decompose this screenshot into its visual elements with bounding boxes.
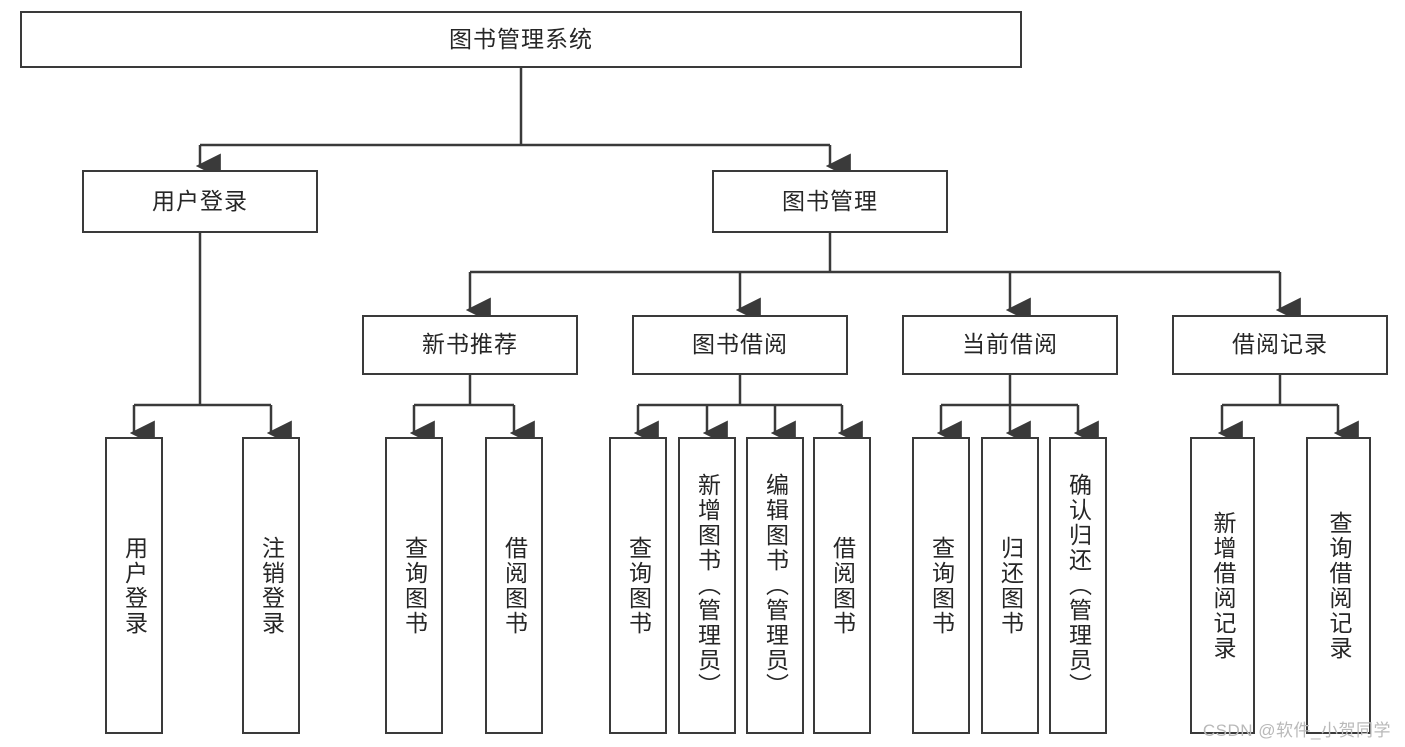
node-label: 用户登录	[152, 187, 248, 214]
node-label: 新书推荐	[422, 331, 518, 358]
node-label: 当前借阅	[962, 331, 1058, 358]
leaf-confirm-return-admin[interactable]: 确认归还（管理员）	[1049, 437, 1107, 734]
leaf-user-logout[interactable]: 注销登录	[242, 437, 300, 734]
leaf-user-login[interactable]: 用户登录	[105, 437, 163, 734]
csdn-watermark: CSDN @软件_小贺同学	[1202, 721, 1391, 740]
node-current-borrow[interactable]: 当前借阅	[902, 315, 1118, 375]
node-label: 新增借阅记录	[1210, 510, 1237, 661]
leaf-add-borrow-record[interactable]: 新增借阅记录	[1190, 437, 1255, 734]
node-label: 用户登录	[121, 535, 148, 636]
node-new-book-recommend[interactable]: 新书推荐	[362, 315, 578, 375]
node-label: 借阅图书	[829, 535, 856, 636]
node-label: 查询借阅记录	[1326, 510, 1353, 661]
node-label: 图书管理	[782, 187, 878, 214]
node-book-borrow[interactable]: 图书借阅	[632, 315, 848, 375]
node-label: 查询图书	[928, 535, 955, 636]
node-label: 归还图书	[997, 535, 1024, 636]
node-label: 图书管理系统	[449, 25, 593, 52]
leaf-borrow-book-recommend[interactable]: 借阅图书	[485, 437, 543, 734]
node-root-book-management-system[interactable]: 图书管理系统	[20, 11, 1022, 68]
node-label: 编辑图书（管理员）	[762, 473, 789, 698]
leaf-edit-book-admin[interactable]: 编辑图书（管理员）	[746, 437, 804, 734]
leaf-return-book[interactable]: 归还图书	[981, 437, 1039, 734]
node-label: 图书借阅	[692, 331, 788, 358]
node-user-login[interactable]: 用户登录	[82, 170, 318, 233]
node-book-management[interactable]: 图书管理	[712, 170, 948, 233]
node-label: 查询图书	[625, 535, 652, 636]
node-label: 新增图书（管理员）	[694, 473, 721, 698]
leaf-query-book-current[interactable]: 查询图书	[912, 437, 970, 734]
node-label: 查询图书	[401, 535, 428, 636]
node-label: 确认归还（管理员）	[1065, 473, 1092, 698]
leaf-query-book-recommend[interactable]: 查询图书	[385, 437, 443, 734]
node-label: 借阅图书	[501, 535, 528, 636]
node-borrow-record[interactable]: 借阅记录	[1172, 315, 1388, 375]
leaf-add-book-admin[interactable]: 新增图书（管理员）	[678, 437, 736, 734]
node-label: 注销登录	[258, 535, 285, 636]
leaf-query-borrow-record[interactable]: 查询借阅记录	[1306, 437, 1371, 734]
leaf-query-book-borrow[interactable]: 查询图书	[609, 437, 667, 734]
leaf-borrow-book[interactable]: 借阅图书	[813, 437, 871, 734]
node-label: 借阅记录	[1232, 331, 1328, 358]
